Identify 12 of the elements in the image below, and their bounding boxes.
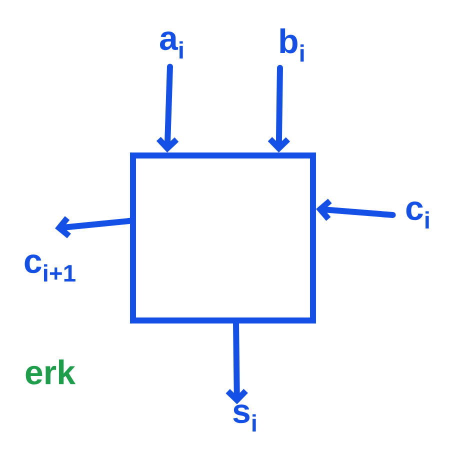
arrow: [226, 320, 248, 404]
signal-label: c$_{i}$: [406, 202, 429, 228]
arrow: [156, 64, 179, 152]
word-fragment: erk: [26, 360, 76, 384]
signal-label: c$_{i+1}$: [24, 254, 76, 282]
arrow: [316, 198, 396, 221]
adder-box: [130, 152, 316, 324]
signal-label: b$_{i}$: [280, 28, 304, 62]
arrow: [55, 216, 133, 238]
signal-label: a$_{i}$: [160, 32, 183, 58]
arrow: [268, 64, 290, 152]
signal-label: s$_{i}$: [233, 404, 256, 432]
